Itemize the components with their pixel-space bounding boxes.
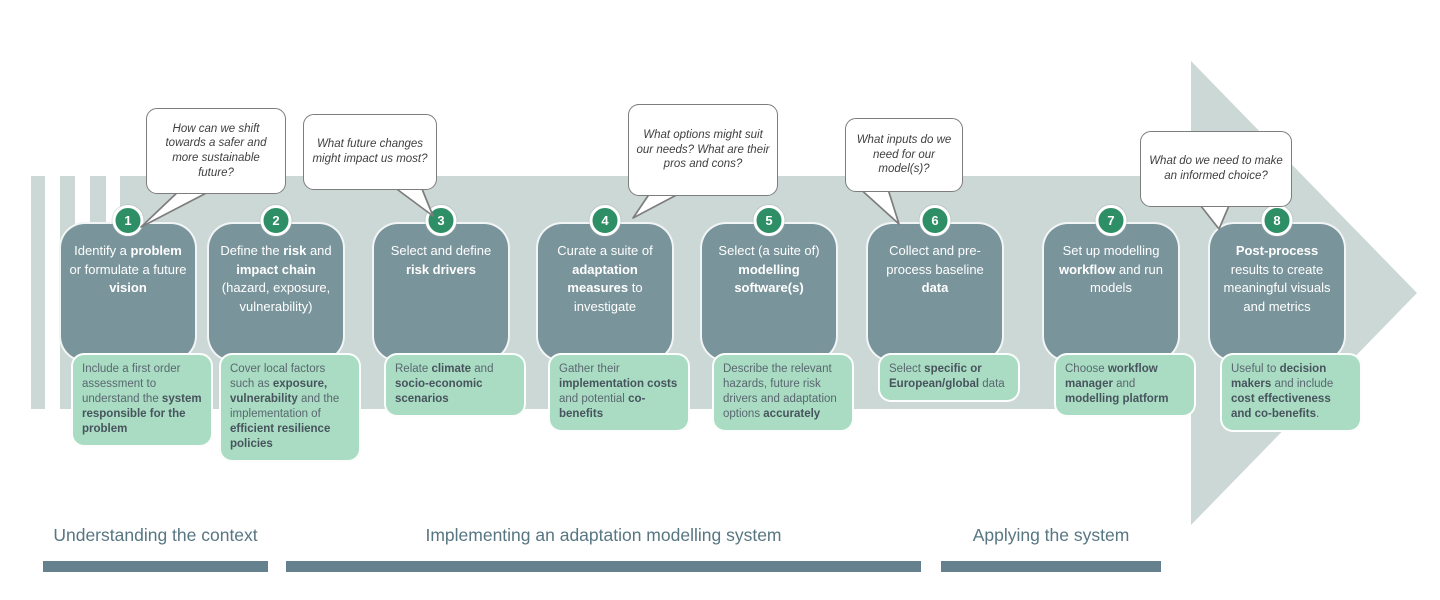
step-note-text: Describe the relevant hazards, future ri… (723, 363, 837, 420)
question-text: What inputs do we need for our model(s)? (856, 134, 952, 176)
step-box: Define the risk and impact chain (hazard… (207, 222, 345, 362)
step-title: Select and define risk drivers (390, 243, 492, 277)
step-note: Cover local factors such as exposure, vu… (219, 353, 361, 462)
step-number-badge: 1 (112, 205, 144, 236)
step-column-1: 1 Identify a problem or formulate a futu… (59, 205, 213, 447)
step-box: Post-process results to create meaningfu… (1208, 222, 1346, 362)
step-number-badge: 8 (1261, 205, 1293, 236)
step-title: Select (a suite of) modelling software(s… (718, 243, 820, 295)
arrow-stripe-1 (31, 176, 45, 409)
step-note: Relate climate and socio-economic scenar… (384, 353, 526, 417)
step-note-text: Choose workflow manager and modelling pl… (1065, 363, 1169, 405)
step-title: Identify a problem or formulate a future… (69, 243, 187, 295)
phase-applying-system: Applying the system (941, 524, 1161, 572)
step-box: Curate a suite of adaptation measures to… (536, 222, 674, 362)
step-number-badge: 5 (753, 205, 785, 236)
step-box: Identify a problem or formulate a future… (59, 222, 197, 362)
step-column-2: 2 Define the risk and impact chain (haza… (207, 205, 361, 462)
step-note: Describe the relevant hazards, future ri… (712, 353, 854, 432)
question-text: What future changes might impact us most… (312, 138, 428, 165)
step-title: Curate a suite of adaptation measures to… (557, 243, 653, 314)
step-number-badge: 3 (425, 205, 457, 236)
step-note: Choose workflow manager and modelling pl… (1054, 353, 1196, 417)
step-column-4: 4 Curate a suite of adaptation measures … (536, 205, 690, 432)
phase-label: Implementing an adaptation modelling sys… (425, 525, 782, 545)
step-column-6: 6 Collect and pre-process baseline data … (866, 205, 1020, 402)
step-column-7: 7 Set up modelling workflow and run mode… (1042, 205, 1196, 417)
question-bubble-5: What do we need to make an informed choi… (1140, 131, 1292, 207)
step-note-text: Gather their implementation costs and po… (559, 363, 678, 420)
phase-bar (43, 561, 268, 572)
step-note-text: Useful to decision makers and include co… (1231, 363, 1334, 420)
step-column-3: 3 Select and define risk drivers Relate … (372, 205, 526, 417)
step-box: Collect and pre-process baseline data (866, 222, 1004, 362)
phase-bar (286, 561, 921, 572)
step-note: Gather their implementation costs and po… (548, 353, 690, 432)
step-box: Select (a suite of) modelling software(s… (700, 222, 838, 362)
step-column-8: 8 Post-process results to create meaning… (1208, 205, 1362, 432)
step-number-badge: 6 (919, 205, 951, 236)
phase-label: Applying the system (972, 525, 1130, 545)
question-text: What do we need to make an informed choi… (1149, 155, 1283, 182)
step-note: Useful to decision makers and include co… (1220, 353, 1362, 432)
step-box: Set up modelling workflow and run models (1042, 222, 1180, 362)
step-box: Select and define risk drivers (372, 222, 510, 362)
step-number-badge: 2 (260, 205, 292, 236)
phase-implementing-system: Implementing an adaptation modelling sys… (286, 524, 921, 572)
step-note-text: Include a first order assessment to unde… (82, 363, 202, 435)
step-note-text: Relate climate and socio-economic scenar… (395, 363, 494, 405)
phase-label: Understanding the context (53, 525, 258, 545)
step-number-badge: 7 (1095, 205, 1127, 236)
step-title: Post-process results to create meaningfu… (1223, 243, 1331, 314)
question-bubble-1: How can we shift towards a safer and mor… (146, 108, 286, 194)
step-note: Include a first order assessment to unde… (71, 353, 213, 447)
step-note-text: Cover local factors such as exposure, vu… (230, 363, 340, 450)
step-title: Define the risk and impact chain (hazard… (220, 243, 332, 314)
question-text: What options might suit our needs? What … (636, 129, 770, 171)
phase-understanding-context: Understanding the context (43, 524, 268, 572)
question-text: How can we shift towards a safer and mor… (165, 122, 267, 179)
step-title: Set up modelling workflow and run models (1058, 243, 1164, 295)
phase-bar (941, 561, 1161, 572)
step-note: Select specific or European/global data (878, 353, 1020, 402)
question-bubble-3: What options might suit our needs? What … (628, 104, 778, 196)
step-number-badge: 4 (589, 205, 621, 236)
question-bubble-4: What inputs do we need for our model(s)? (845, 118, 963, 192)
step-title: Collect and pre-process baseline data (886, 243, 984, 295)
step-note-text: Select specific or European/global data (889, 363, 1005, 390)
question-bubble-2: What future changes might impact us most… (303, 114, 437, 190)
step-column-5: 5 Select (a suite of) modelling software… (700, 205, 854, 432)
